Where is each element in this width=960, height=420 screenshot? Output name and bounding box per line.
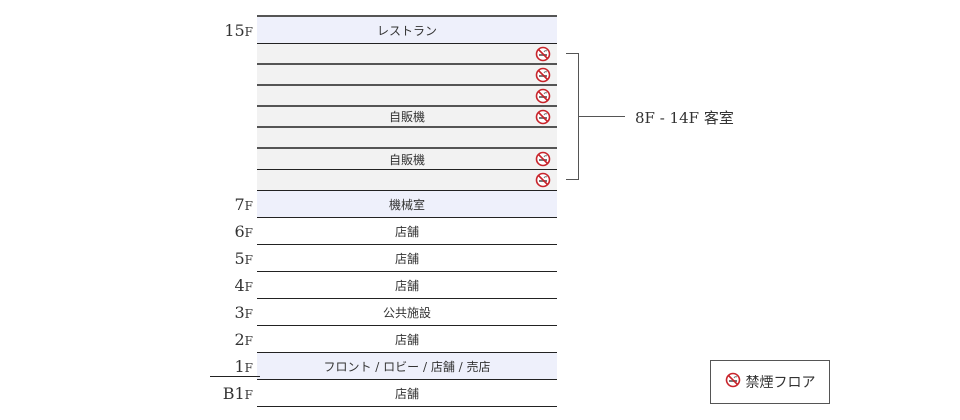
floor-unit: F [244,306,253,321]
floor-number: 7 [234,194,245,214]
floor-unit: F [244,387,253,402]
floor-number: 6 [234,221,245,241]
floor-label: 7F [234,195,253,214]
floor-tenant: 自販機 [388,110,425,124]
legend-label: 禁煙フロア [745,375,816,391]
floor-number: 3 [234,302,245,322]
floor-tenant: 店舗 [394,386,419,401]
floor-unit: F [244,24,253,39]
floor-row: 公共施設 3F [234,299,557,326]
floor-number: 1 [234,356,245,376]
no-smoking-icon [535,109,551,125]
floor-label: 6F [234,222,253,241]
floor-row: 自販機 [257,149,557,170]
basement-divider [210,376,260,377]
floor-number: 15 [224,20,245,40]
no-smoking-icon [535,151,551,167]
floor-row: 店舗 4F [234,272,557,299]
floor-number: B1 [222,383,245,403]
floor-tenant: 機械室 [388,197,425,212]
floor-label: B1F [223,384,253,403]
floor-unit: F [244,360,253,375]
floor-row [257,44,557,65]
no-smoking-icon [725,372,741,392]
floor-tenant: フロント / ロビー / 店舗 / 売店 [323,359,491,374]
floor-label: 3F [234,303,253,322]
guest-rooms-label: 8F - 14F 客室 [635,109,734,127]
legend: 禁煙フロア [710,360,830,404]
floor-unit: F [244,252,253,267]
floor-row [257,86,557,107]
floor-tenant: 店舗 [394,224,419,239]
floor-label: 2F [234,330,253,349]
floor-tenant: 店舗 [394,278,419,293]
floor-tenant: 店舗 [394,251,419,266]
floor-label: 5F [234,249,253,268]
floor-row: レストラン 15F [224,17,557,44]
floor-label: 1F [234,357,253,376]
floor-tenant: レストラン [376,23,437,38]
no-smoking-icon [535,172,551,188]
floor-tenant: 自販機 [388,152,425,167]
floor-label: 15F [224,21,253,40]
guest-floor-leader-line [579,116,625,117]
guest-floor-bracket [566,53,579,180]
floor-row: 自販機 [257,107,557,128]
floor-row [257,65,557,86]
floor-unit: F [244,225,253,240]
floor-tenant: 店舗 [394,332,419,347]
no-smoking-icon [535,88,551,104]
floor-unit: F [244,333,253,348]
floor-unit: F [244,198,253,213]
floor-label: 4F [234,276,253,295]
no-smoking-icon [535,67,551,83]
floor-row: 店舗 5F [234,245,557,272]
floor-row: フロント / ロビー / 店舗 / 売店 1F [234,353,557,380]
floor-number: 5 [234,248,245,268]
floor-tenant: 公共施設 [382,305,431,320]
no-smoking-icon [535,46,551,62]
floor-row [257,170,557,191]
floor-unit: F [244,279,253,294]
floor-row: 店舗 2F [234,326,557,353]
floor-row: 店舗 6F [234,218,557,245]
floor-row [257,128,557,149]
floor-row: 機械室 7F [234,191,557,218]
floor-number: 4 [234,275,245,295]
floor-number: 2 [234,329,245,349]
floor-row: 店舗 B1F [223,380,557,407]
